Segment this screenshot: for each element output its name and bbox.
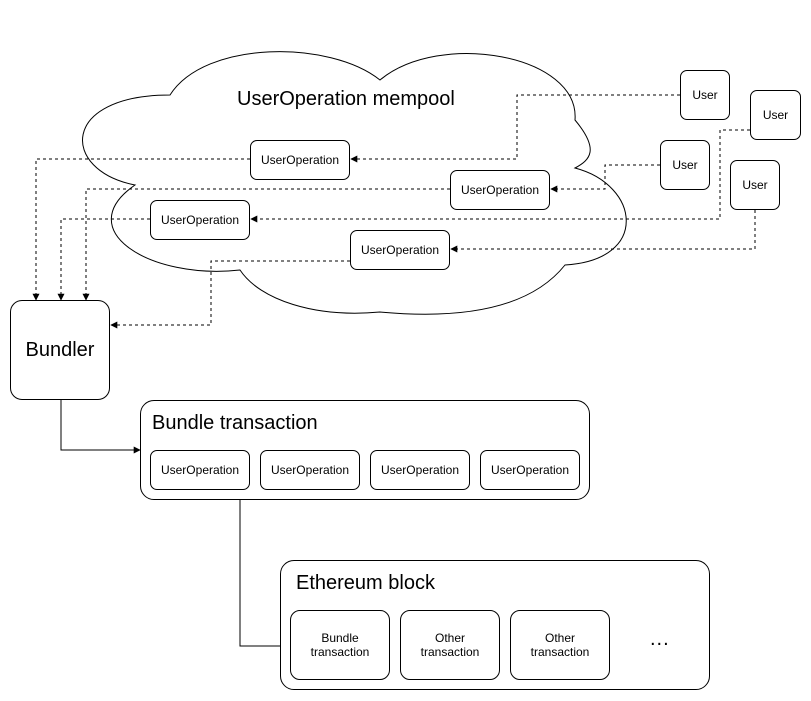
- mempool-user-operation: UserOperation: [150, 200, 250, 240]
- bundler-node: Bundler: [10, 300, 110, 400]
- ethereum-block-title: Ethereum block: [296, 572, 435, 594]
- more-transactions-ellipsis: ...: [650, 628, 670, 650]
- block-bundle-transaction: Bundle transaction: [290, 610, 390, 680]
- arrow-user3-to-op2: [550, 164, 660, 193]
- mempool-user-operation: UserOperation: [450, 170, 550, 210]
- block-other-transaction: Other transaction: [400, 610, 500, 680]
- arrow-op2-to-bundler: [82, 188, 450, 301]
- bundle-user-operation: UserOperation: [260, 450, 360, 490]
- user-node: User: [730, 160, 780, 210]
- mempool-to-bundler-arrows: [32, 158, 450, 329]
- arrow-op1-to-bundler: [32, 158, 250, 301]
- arrow-op4-to-bundler: [110, 260, 350, 329]
- bundle-user-operation: UserOperation: [480, 450, 580, 490]
- bundle-user-operation: UserOperation: [370, 450, 470, 490]
- arrow-user1-to-op1: [350, 94, 680, 163]
- user-to-mempool-arrows: [250, 94, 756, 253]
- mempool-user-operation: UserOperation: [350, 230, 450, 270]
- arrow-bundler-to-bundle-tx: [60, 400, 141, 454]
- mempool-user-operation: UserOperation: [250, 140, 350, 180]
- flow-arrows: [60, 400, 291, 650]
- mempool-cloud: [82, 51, 627, 315]
- user-node: User: [680, 70, 730, 120]
- arrow-user4-to-op4: [450, 210, 756, 253]
- user-node: User: [660, 140, 710, 190]
- block-other-transaction: Other transaction: [510, 610, 610, 680]
- arrow-user2-to-op3: [250, 129, 750, 223]
- user-node: User: [750, 90, 801, 140]
- bundle-user-operation: UserOperation: [150, 450, 250, 490]
- arrow-bundle-tx-to-block: [239, 500, 291, 650]
- mempool-title: UserOperation mempool: [237, 88, 455, 110]
- bundle-transaction-title: Bundle transaction: [152, 412, 318, 434]
